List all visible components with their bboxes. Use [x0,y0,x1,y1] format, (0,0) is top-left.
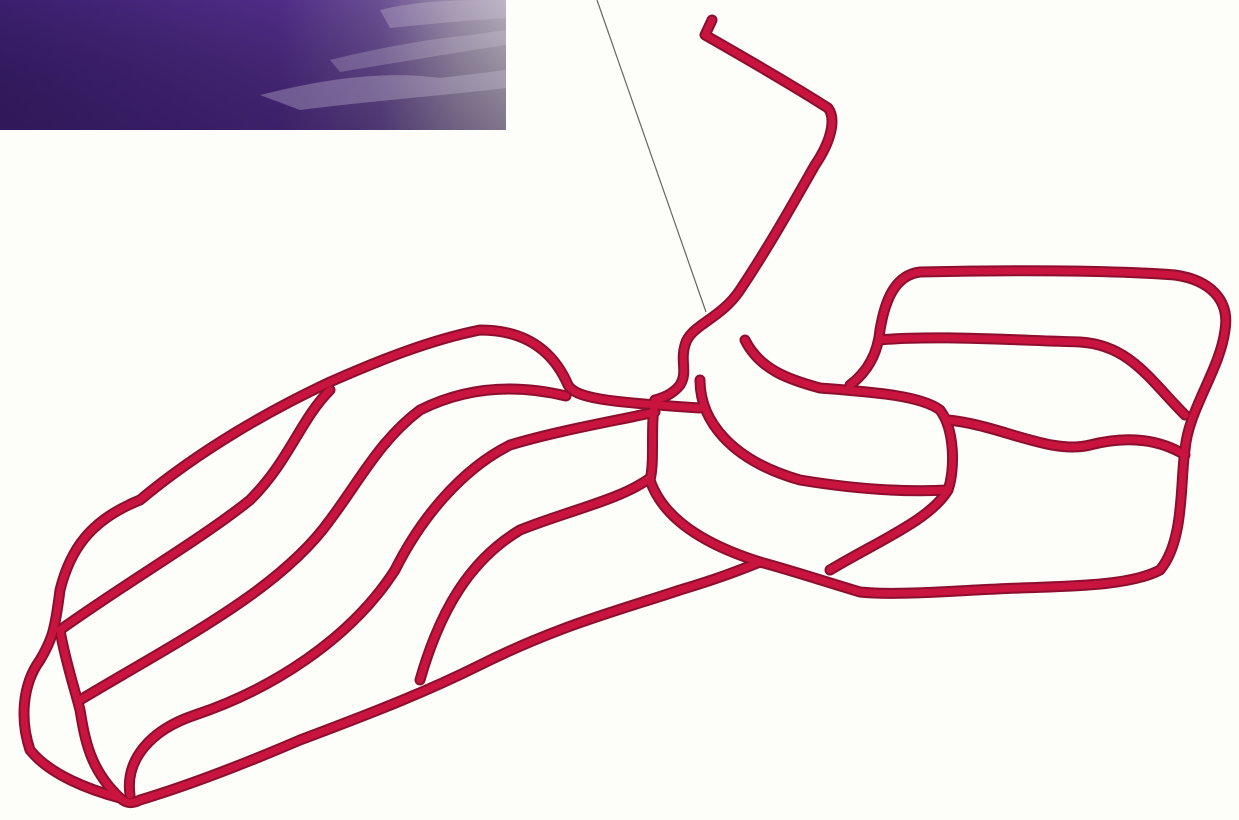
vessel-segment-8 [650,400,760,562]
vessel-segment-11 [420,478,650,680]
vessel-segment-12 [60,390,330,798]
vessel-outline-layer [24,20,1226,803]
vessel-segment-4 [745,340,953,570]
vessel-segment-11 [420,478,650,680]
leader-line [597,0,706,312]
vessel-fill-layer [24,20,1226,803]
vessel-segment-10 [129,412,655,795]
vessel-segment-10 [129,412,655,795]
